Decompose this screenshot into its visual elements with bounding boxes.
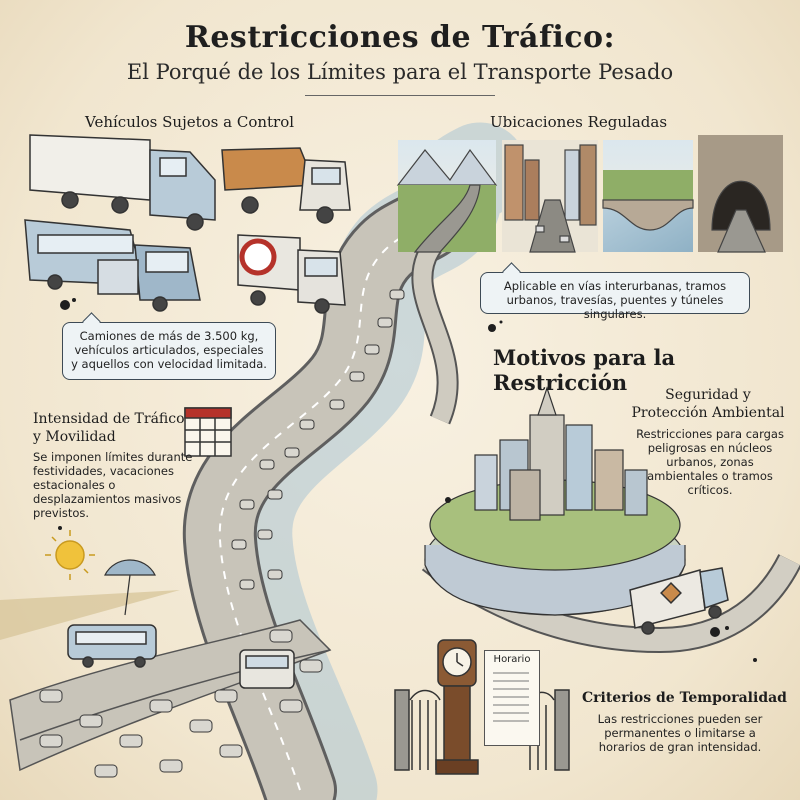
schedule-sign-label: Horario <box>493 654 531 665</box>
intensity-text: Se imponen límites durante festividades,… <box>33 450 193 520</box>
title-divider <box>305 95 495 96</box>
traffic-cars <box>39 289 405 778</box>
time-criteria-text: Las restricciones pueden ser permanentes… <box>597 712 763 754</box>
locations-heading: Ubicaciones Reguladas <box>490 113 668 131</box>
hazmat-truck-icon <box>629 567 729 635</box>
beach-sand <box>0 590 180 640</box>
no-entry-sign-icon <box>239 238 277 276</box>
safety-text: Restricciones para cargas peligrosas en … <box>636 427 784 497</box>
grandfather-clock-icon <box>435 639 479 775</box>
page-title: Restricciones de Tráfico: <box>184 20 616 55</box>
time-criteria-heading: Criterios de Temporalidad <box>582 690 787 706</box>
walled-city-icon <box>424 386 686 616</box>
vehicles-callout: Camiones de más de 3.500 kg, vehículos a… <box>62 322 276 380</box>
motives-heading: Motivos para la Restricción <box>493 345 676 395</box>
sun-icon <box>45 530 95 580</box>
tunnel-icon <box>698 135 783 253</box>
bridge-icon <box>602 140 694 252</box>
safety-heading: Seguridad y Protección Ambiental <box>631 387 785 421</box>
vehicles-heading: Vehículos Sujetos a Control <box>85 113 295 131</box>
trucks-illustration <box>24 134 351 314</box>
beach-umbrella-icon <box>104 559 156 616</box>
city-street-icon <box>502 140 598 253</box>
ink-splatters <box>58 298 757 662</box>
schedule-sign-icon: Horario <box>484 650 540 746</box>
schedule-sign-lines <box>493 672 529 722</box>
page-subtitle: El Porqué de los Límites para el Transpo… <box>126 60 674 84</box>
highway-buses <box>67 624 295 689</box>
gate-icon <box>394 689 570 771</box>
intensity-heading: Intensidad de Tráfico y Movilidad <box>33 411 185 445</box>
locations-callout: Aplicable en vías interurbanas, tramos u… <box>480 272 750 321</box>
mountain-road-icon <box>396 140 498 253</box>
calendar-icon <box>184 407 232 457</box>
